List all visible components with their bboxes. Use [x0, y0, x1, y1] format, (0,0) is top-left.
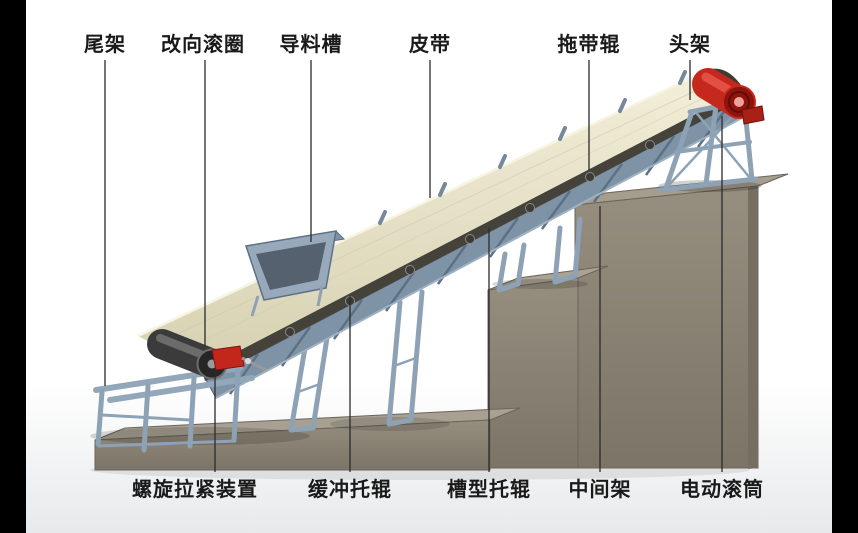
label-feed-chute: 导料槽: [279, 34, 343, 56]
leader-lines: [104, 60, 723, 472]
label-head-frame: 头架: [669, 34, 711, 56]
concrete-pedestal-tall: [574, 173, 789, 469]
label-trough-idler: 槽型托辊: [447, 479, 531, 501]
screw-tensioner: [211, 345, 267, 372]
label-middle-frame: 中间架: [568, 479, 632, 501]
label-tail-frame: 尾架: [84, 34, 126, 56]
label-return-roller: 拖带辊: [557, 34, 621, 56]
label-bend-pulley: 改向滚圈: [161, 34, 245, 56]
left-black-bar: [0, 0, 26, 533]
feed-chute: [244, 230, 346, 317]
motorized-pulley: [692, 68, 765, 125]
label-motorized-pulley: 电动滚筒: [680, 479, 764, 501]
label-belt: 皮带: [409, 34, 451, 56]
return-rollers: [285, 140, 655, 337]
label-screw-tensioner: 螺旋拉紧装置: [132, 479, 258, 501]
support-legs: [288, 216, 583, 433]
right-black-bar: [832, 0, 858, 533]
label-impact-idler: 缓冲托辊: [308, 479, 392, 501]
